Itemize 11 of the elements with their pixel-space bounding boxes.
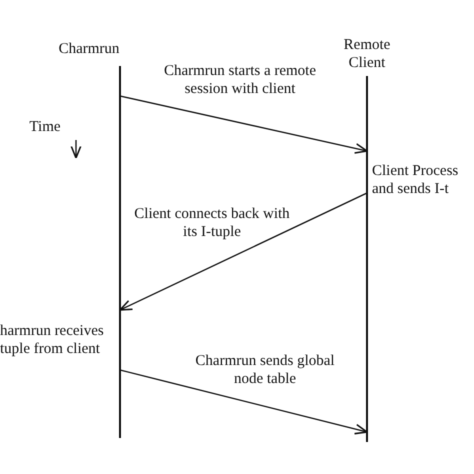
- note-text: Client Process and sends I-t: [372, 162, 460, 198]
- lifeline-header: Remote Client: [342, 36, 392, 72]
- note-text: harmrun receives tuple from client: [0, 322, 105, 358]
- message-arrow: [120, 369, 368, 434]
- message-label: Client connects back with its I-tuple: [133, 205, 291, 241]
- axis-label: Time: [28, 118, 62, 136]
- message-label: Charmrun starts a remote session with client: [162, 62, 318, 98]
- lifeline-header: Charmrun: [58, 40, 120, 58]
- message-arrow: [119, 192, 368, 311]
- message-label: Charmrun sends global node table: [194, 352, 336, 388]
- message-arrow: [120, 95, 368, 154]
